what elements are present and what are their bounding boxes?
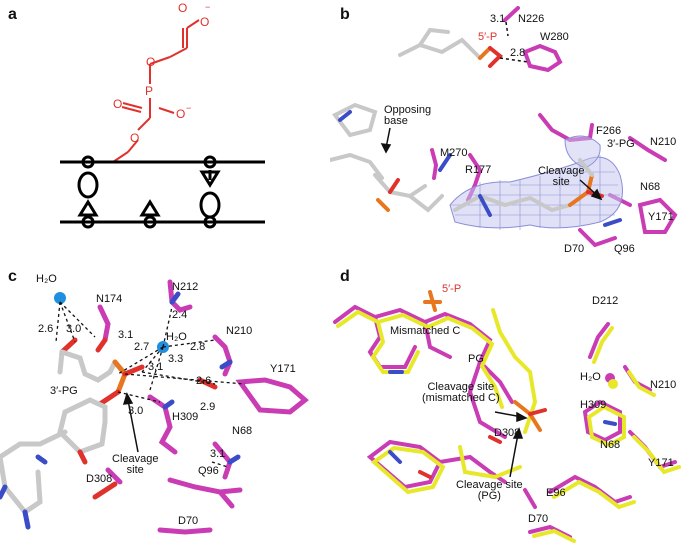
residue-d212: D212 — [592, 295, 619, 307]
w280-residue — [522, 43, 563, 73]
residue-r177: R177 — [465, 164, 492, 176]
panel-c: c — [0, 262, 330, 544]
svg-text:O: O — [130, 131, 139, 145]
hbond-n226 — [505, 21, 509, 37]
cleavage-site-label: Cleavage site — [538, 165, 585, 188]
distance-label: 3.0 — [128, 405, 144, 417]
top-nucleotide — [398, 6, 520, 68]
structure-render-c — [0, 279, 309, 535]
residue-y171: Y171 — [648, 457, 674, 469]
residue-n174: N174 — [96, 293, 123, 305]
water-yellow — [608, 379, 618, 389]
residue-h309: H309 — [172, 411, 199, 423]
electron-density-mesh — [449, 135, 623, 230]
carboxymethyl-phosphate-group — [121, 19, 200, 153]
protein-residues-c — [92, 279, 309, 535]
residue-n68: N68 — [600, 439, 621, 451]
cleavage-arrow-c — [122, 392, 139, 453]
opposing-base-label: Opposing base — [384, 104, 432, 127]
panel-b: b — [330, 0, 685, 262]
distance-label: 3.1 — [118, 329, 134, 341]
residue-f266: F266 — [596, 125, 622, 137]
svg-text:O: O — [146, 55, 155, 69]
svg-text:P: P — [145, 84, 153, 98]
hydrogen-bonds-c — [55, 301, 246, 468]
panel-label-a: a — [8, 6, 17, 23]
panel-d: d — [330, 262, 685, 544]
dna-strand-schematic — [60, 155, 265, 229]
residue-n212: N212 — [172, 281, 199, 293]
water-label: H₂O — [36, 273, 57, 285]
residue-w280: W280 — [540, 31, 569, 43]
annotation-arrows-d — [494, 411, 528, 478]
annotation-arrows-b — [380, 127, 603, 201]
residue-n68: N68 — [640, 181, 661, 193]
cleavage-site-mismatched-label: Cleavage site (mismatched C) — [422, 381, 500, 404]
structure-overlay-d — [333, 290, 681, 543]
residue-n210: N210 — [226, 325, 253, 337]
three-prime-pg-label: 3′-PG — [50, 385, 78, 397]
distance-label: 3.0 — [66, 323, 82, 335]
distance-label: 3.1 — [210, 448, 226, 460]
distance-label: 2.6 — [38, 323, 54, 335]
panel-a: a O O P O O O O — [0, 0, 330, 262]
heteroatom-highlights-d — [388, 290, 617, 479]
three-prime-pg-label: 3′-PG — [607, 138, 635, 150]
residue-d70: D70 — [528, 513, 549, 525]
residue-d70: D70 — [564, 243, 585, 255]
phosphate-atom-labels: O O P O O O O — [113, 1, 209, 145]
residue-y171: Y171 — [270, 363, 296, 375]
residue-n226: N226 — [518, 13, 545, 25]
distance-label: 2.4 — [172, 309, 188, 321]
opposing-base-strand — [330, 102, 452, 213]
residue-m270: M270 — [440, 147, 468, 159]
chemical-structure-diagram: O O P O O O O — [60, 1, 265, 229]
residue-d308: D308 — [494, 427, 521, 439]
residue-e96: E96 — [546, 487, 566, 499]
hbond-w280 — [499, 57, 529, 63]
residue-d308: D308 — [86, 473, 113, 485]
distance-label: 2.8 — [510, 47, 526, 59]
distance-label: 2.9 — [200, 401, 216, 413]
panel-label-c: c — [8, 268, 17, 285]
cleavage-site-label: Cleavage site — [112, 453, 159, 476]
ligand-and-sugar — [0, 337, 145, 530]
residue-d70: D70 — [178, 515, 199, 527]
panel-label-d: d — [340, 268, 350, 285]
linker-bond — [112, 151, 129, 163]
distance-label: 3.1 — [148, 361, 164, 373]
residue-q96: Q96 — [614, 243, 635, 255]
svg-text:O: O — [113, 97, 122, 111]
residue-n210: N210 — [650, 136, 677, 148]
five-prime-phosphate-label: 5′-P — [442, 283, 462, 295]
residue-h309: H309 — [580, 399, 607, 411]
distance-label: 2.7 — [134, 341, 150, 353]
distance-label: 3.1 — [490, 13, 506, 25]
water-label: H₂O — [580, 371, 601, 383]
five-prime-phosphate-label: 5′-P — [478, 31, 498, 43]
cleavage-site-pg-label: Cleavage site (PG) — [456, 479, 523, 502]
carboxylate-charge: − — [205, 2, 211, 12]
residue-n210: N210 — [650, 379, 677, 391]
panel-label-b: b — [340, 6, 350, 23]
distance-label: 3.3 — [168, 353, 184, 365]
mismatched-c-label: Mismatched C — [390, 325, 461, 337]
phosphate-charge: − — [186, 103, 192, 113]
svg-text:O: O — [200, 15, 209, 29]
distance-label: 2.8 — [190, 341, 206, 353]
yellow-model — [336, 308, 681, 543]
water-label: H₂O — [166, 331, 187, 343]
structure-render-b — [330, 6, 678, 248]
residue-y171: Y171 — [648, 211, 674, 223]
svg-text:O: O — [176, 107, 185, 121]
residue-q96: Q96 — [198, 465, 219, 477]
residue-n68: N68 — [232, 425, 253, 437]
svg-text:O: O — [178, 1, 187, 15]
pg-label: PG — [468, 353, 484, 365]
distance-label: 2.6 — [196, 375, 212, 387]
